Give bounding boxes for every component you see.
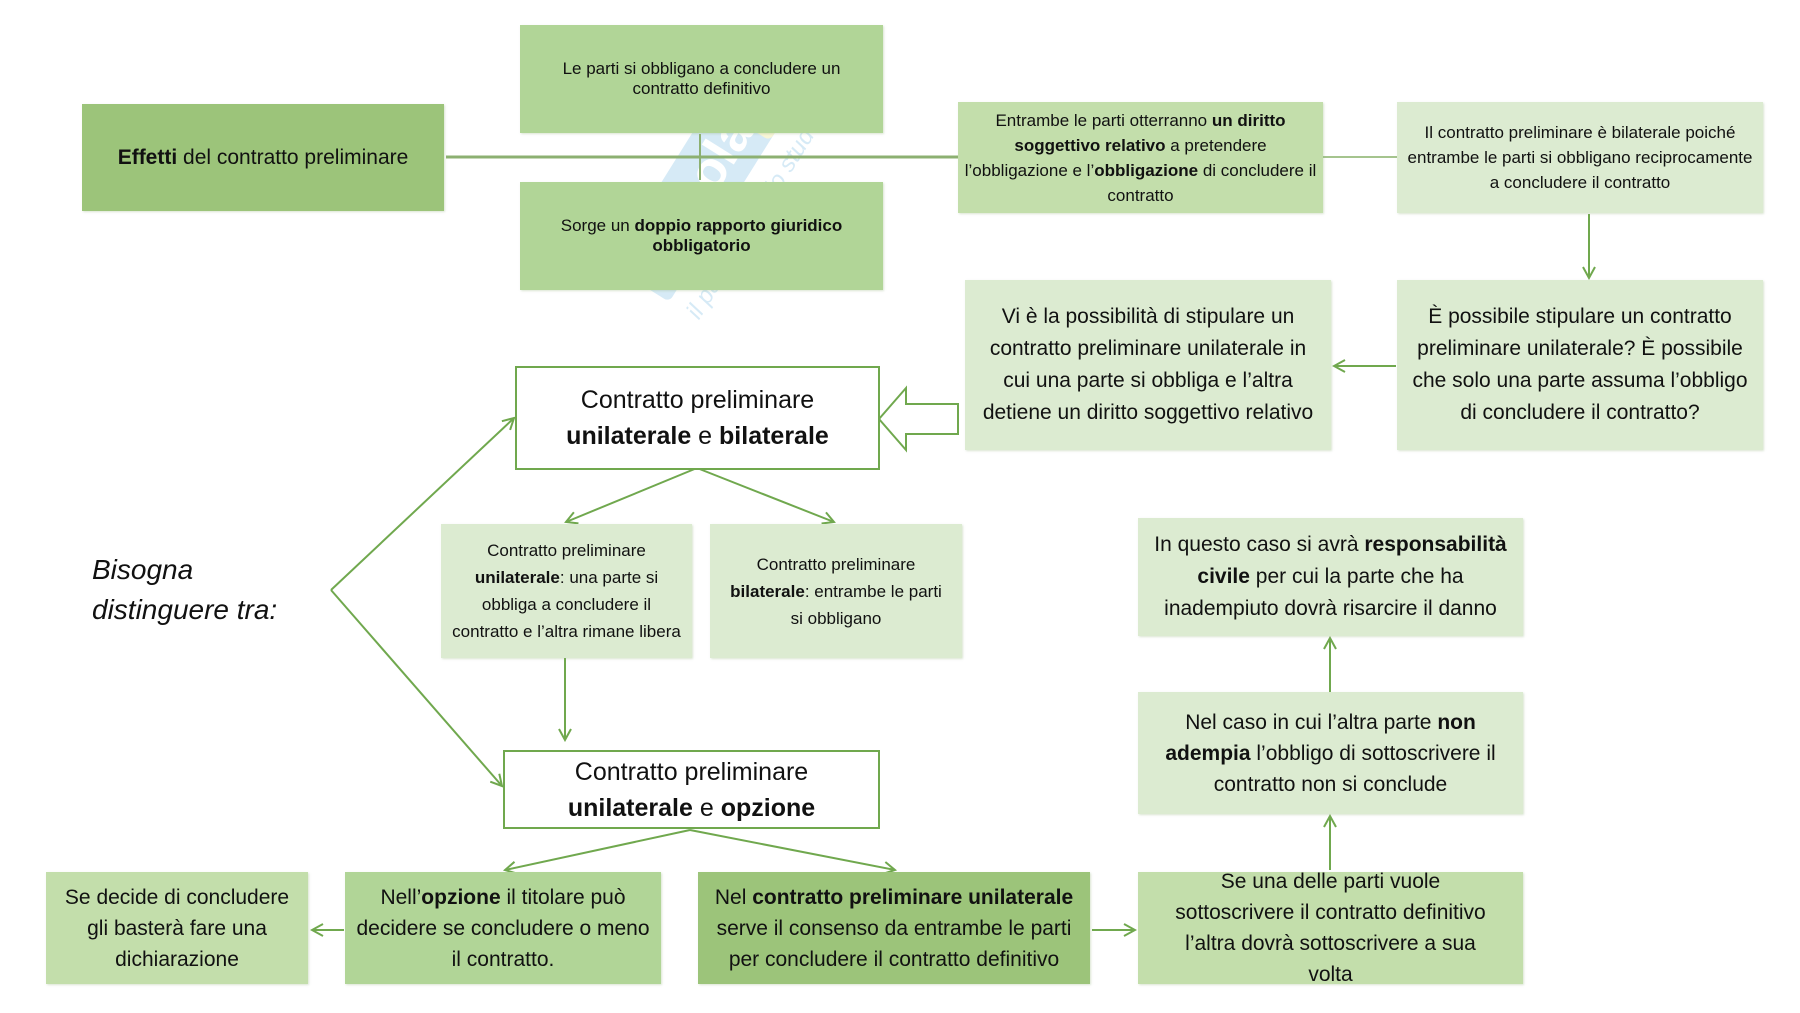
se-decide-text: Se decide di concludere gli basterà fare… — [64, 885, 290, 971]
node-domanda: È possibile stipulare un contratto preli… — [1397, 280, 1763, 450]
nel-cp-post: serve il consenso da entrambe le parti p… — [716, 916, 1072, 971]
entrambe-post: di concludere il contratto — [1107, 160, 1317, 205]
node-cp-unilaterale: Contratto preliminare unilaterale: una p… — [441, 524, 692, 658]
block-arrow-icon — [877, 385, 959, 453]
cp-uni-opz-bold1: unilaterale — [567, 793, 693, 822]
node-cp-unilaterale-opzione: Contratto preliminare unilaterale e opzi… — [503, 750, 880, 829]
node-bilaterale-info: Il contratto preliminare è bilaterale po… — [1397, 102, 1763, 213]
cp-uni-bil-bold2: bilaterale — [719, 422, 829, 450]
cp-unilaterale-pre: Contratto preliminare — [487, 541, 646, 560]
node-cp-unilaterale-bilaterale: Contratto preliminare unilaterale e bila… — [515, 366, 880, 470]
arrow-bisogna-to-uni-opz — [330, 589, 502, 786]
node-nel-cp-unilaterale: Nel contratto preliminare unilaterale se… — [698, 872, 1090, 984]
nel-cp-bold: contratto preliminare unilaterale — [752, 885, 1074, 909]
arrow-to-nel-cp — [689, 829, 895, 870]
entrambe-pre: Entrambe le parti otterranno — [995, 110, 1212, 130]
responsabilita-pre: In questo caso si avrà — [1154, 533, 1365, 556]
node-opzione: Nell’opzione il titolare può decidere se… — [345, 872, 661, 984]
sorge-pre: Sorge un — [560, 216, 635, 235]
bisogna-label: Bisogna distinguere tra: — [92, 550, 277, 630]
cp-unilaterale-bold: unilaterale — [474, 568, 560, 587]
effetti-bold: Effetti — [117, 145, 178, 169]
cp-bilaterale-pre: Contratto preliminare — [756, 554, 916, 574]
le-parti-text: Le parti si obbligano a concludere un co… — [562, 59, 841, 98]
domanda-text: È possibile stipulare un contratto preli… — [1412, 305, 1748, 424]
cp-uni-opz-line1: Contratto preliminare — [574, 757, 809, 786]
entrambe-mid: a pretendere l’obbligazione e l’ — [964, 135, 1267, 180]
node-sorge: Sorge un doppio rapporto giuridico obbli… — [520, 182, 883, 290]
node-se-una: Se una delle parti vuole sottoscrivere i… — [1138, 872, 1523, 984]
nel-cp-pre: Nel — [714, 885, 753, 909]
nel-caso-bold: non adempia — [1165, 710, 1476, 765]
node-nel-caso: Nel caso in cui l’altra parte non adempi… — [1138, 692, 1523, 814]
node-entrambe: Entrambe le parti otterranno un diritto … — [958, 102, 1323, 213]
cp-uni-bil-line1: Contratto preliminare — [580, 386, 815, 414]
cp-unilaterale-post: : una parte si obbliga a concludere il c… — [452, 568, 681, 641]
cp-uni-bil-bold1: unilaterale — [566, 422, 692, 450]
nel-caso-pre: Nel caso in cui l’altra parte — [1185, 710, 1438, 734]
se-una-text: Se una delle parti vuole sottoscrivere i… — [1175, 872, 1486, 984]
cp-bilaterale-post: : entrambe le parti si obbligano — [790, 581, 942, 628]
bisogna-line1: Bisogna — [92, 554, 194, 585]
cp-uni-opz-bold2: opzione — [720, 793, 816, 822]
node-effetti: Effetti del contratto preliminare — [82, 104, 444, 211]
opzione-post: il titolare può decidere se concludere o… — [356, 885, 650, 971]
entrambe-bold2: obbligazione — [1094, 160, 1199, 180]
arrow-to-cp-bilaterale — [696, 467, 834, 522]
entrambe-bold1: un diritto soggettivo relativo — [1014, 110, 1286, 155]
node-possibilita: Vi è la possibilità di stipulare un cont… — [965, 280, 1331, 450]
responsabilita-bold: responsabilità civile — [1197, 533, 1507, 588]
possibilita-text: Vi è la possibilità di stipulare un cont… — [982, 305, 1314, 424]
opzione-pre: Nell’ — [380, 885, 422, 909]
arrow-to-opzione — [505, 829, 691, 870]
bisogna-line2: distinguere tra: — [92, 594, 278, 625]
node-le-parti: Le parti si obbligano a concludere un co… — [520, 25, 883, 133]
bilaterale-info-text: Il contratto preliminare è bilaterale po… — [1407, 123, 1753, 192]
node-responsabilita: In questo caso si avrà responsabilità ci… — [1138, 518, 1523, 636]
nel-caso-post: l’obbligo di sottoscrivere il contratto … — [1213, 741, 1496, 796]
responsabilita-post: per cui la parte che ha inadempiuto dovr… — [1164, 565, 1497, 620]
effetti-rest: del contratto preliminare — [177, 145, 409, 169]
node-cp-bilaterale: Contratto preliminare bilaterale: entram… — [710, 524, 962, 658]
arrow-bisogna-to-uni-bil — [330, 418, 514, 591]
opzione-bold: opzione — [421, 885, 501, 909]
sorge-bold: doppio rapporto giuridico obbligatorio — [634, 216, 843, 255]
node-se-decide: Se decide di concludere gli basterà fare… — [46, 872, 308, 984]
cp-bilaterale-bold: bilaterale — [730, 581, 805, 601]
arrow-to-cp-unilaterale — [566, 467, 698, 522]
cp-uni-bil-mid: e — [691, 422, 720, 450]
cp-uni-opz-mid: e — [692, 793, 721, 822]
